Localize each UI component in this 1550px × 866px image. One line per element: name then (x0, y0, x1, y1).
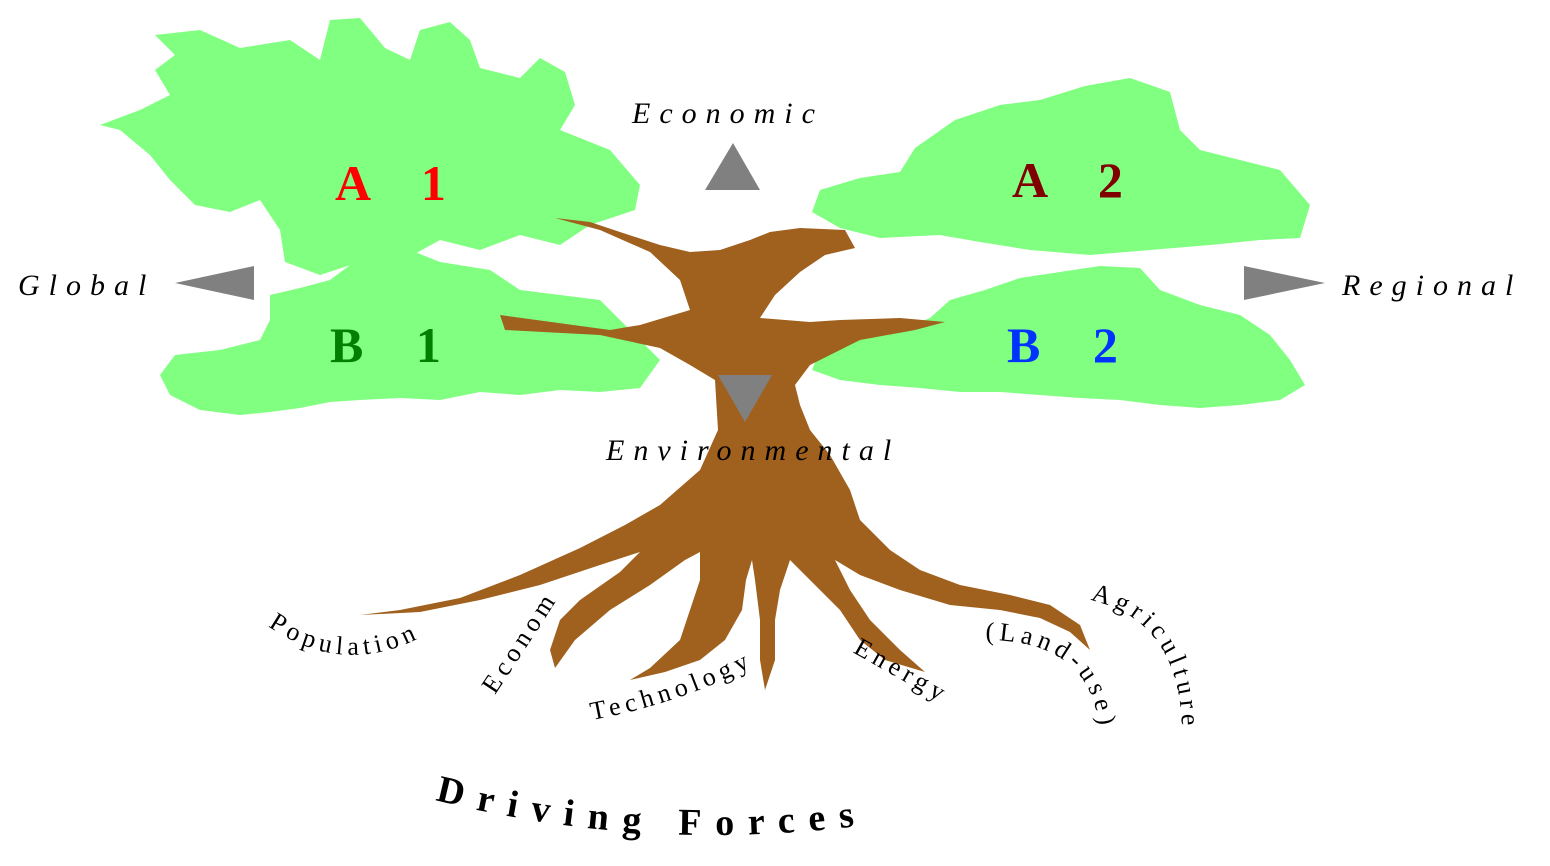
label-economic: Economic (631, 97, 824, 130)
root-energy: Energy (849, 632, 954, 709)
arrow-up-icon (705, 143, 760, 190)
root-land-use: (Land-use) (985, 617, 1122, 731)
label-regional: Regional (1341, 269, 1522, 302)
root-population: Population (265, 607, 424, 661)
scenario-b1: B 1 (330, 317, 461, 373)
tree-trunk (360, 218, 1090, 690)
diagram-title: Driving Forces (433, 768, 870, 844)
foliage-a2 (812, 78, 1310, 255)
foliage-b1 (160, 250, 660, 415)
foliage (100, 18, 1310, 415)
scenario-b2: B 2 (1007, 317, 1138, 373)
scenario-a2: A 2 (1012, 152, 1143, 208)
foliage-b2 (812, 266, 1305, 408)
label-global: Global (18, 269, 155, 302)
axis-arrows (175, 143, 1325, 422)
foliage-a1 (100, 18, 640, 275)
scenario-a1: A 1 (335, 155, 466, 211)
label-environmental: Environmental (605, 434, 900, 467)
arrow-down-icon (718, 375, 772, 422)
arrow-right-icon (1244, 266, 1325, 300)
trunk-main (360, 218, 1090, 690)
arrow-left-icon (175, 266, 254, 300)
